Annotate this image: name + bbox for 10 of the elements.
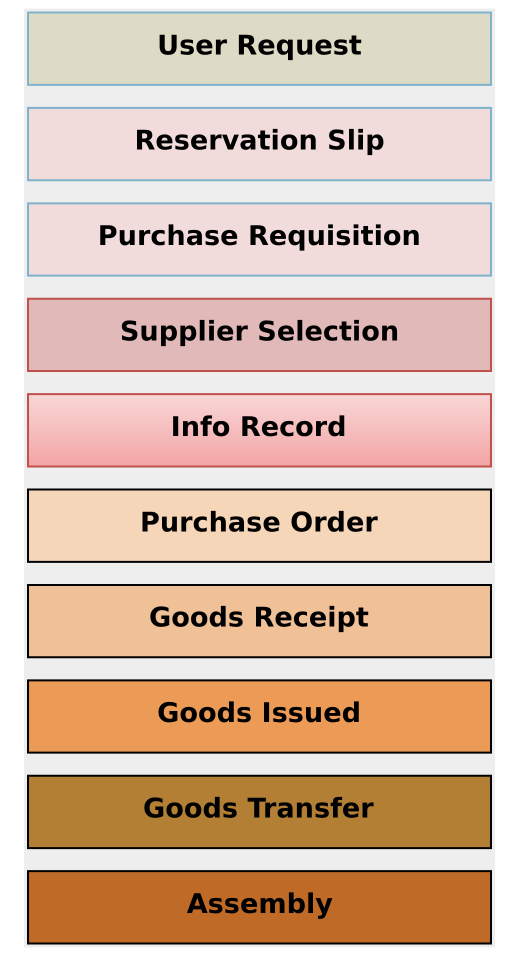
node-box: Goods Receipt — [26, 584, 492, 658]
node-box: Supplier Selection — [26, 298, 492, 372]
node-box: Goods Transfer — [26, 774, 492, 850]
node-box: Info Record — [26, 393, 492, 468]
node-box: Purchase Order — [26, 488, 492, 563]
node-box: Assembly — [26, 870, 492, 944]
node-box: Goods Issued — [26, 679, 492, 754]
node-box: Reservation Slip — [26, 106, 492, 182]
node-box: Purchase Requisition — [26, 202, 492, 277]
node-box: User Request — [26, 12, 492, 86]
